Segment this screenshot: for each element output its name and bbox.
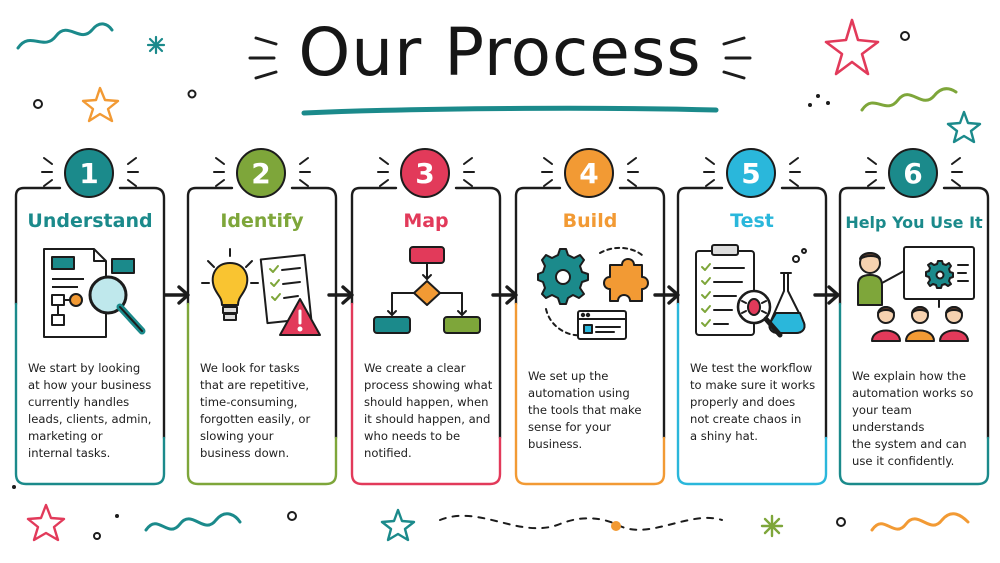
star-pink-bottom-left — [26, 503, 66, 542]
arrow-step3-to-step4 — [491, 285, 518, 305]
step-4-description: We set up the automation using the tools… — [528, 369, 642, 451]
star-teal-bottom — [380, 508, 416, 542]
title-accent-marks — [248, 36, 752, 80]
step-1-accent-ticks — [41, 157, 139, 187]
sparkle-green-bottom — [760, 514, 784, 538]
dashed-path-bottom — [439, 514, 723, 531]
step-2-description: We look for tasks that are repetitive, t… — [200, 361, 311, 460]
step-4-accent-ticks — [541, 157, 639, 187]
process-step-5: 5 Test We test the workflow to make sure… — [674, 148, 830, 490]
process-step-2: 2 Identify We look for tasks that are re… — [184, 148, 340, 490]
gear-puzzle-window-icon — [537, 247, 649, 340]
step-3-accent-ticks — [377, 157, 475, 187]
step-6-accent-ticks — [865, 157, 963, 187]
arrow-step4-to-step5 — [653, 285, 680, 305]
step-5-frame — [676, 186, 828, 486]
process-step-1: 1 Understand We start by looking at how … — [12, 148, 168, 490]
step-6-frame — [838, 186, 990, 486]
step-5-accent-ticks — [703, 157, 801, 187]
step-3-number-badge: 3 — [400, 148, 450, 198]
squiggle-orange-bottom-right — [870, 512, 970, 532]
step-1-frame — [14, 186, 166, 486]
step-2-accent-ticks — [213, 157, 311, 187]
step-4-number-badge: 4 — [564, 148, 614, 198]
step-4-frame — [514, 186, 666, 486]
step-4-title: Build — [562, 210, 618, 232]
step-3-frame — [350, 186, 502, 486]
document-magnifier-icon — [43, 248, 146, 338]
step-2-title: Identify — [220, 210, 304, 232]
step-1-number-badge: 1 — [64, 148, 114, 198]
step-2-frame — [186, 186, 338, 486]
step-3-title: Map — [403, 210, 449, 232]
lightbulb-checklist-warning-icon — [201, 248, 321, 336]
sparkle-top-left — [146, 35, 166, 55]
step-1-title: Understand — [27, 210, 153, 232]
process-step-3: 3 Map We create a clear process showing … — [348, 148, 504, 490]
step-3-description: We create a clear process showing what s… — [364, 361, 493, 460]
arrow-step1-to-step2 — [163, 285, 190, 305]
step-6-title: Help You Use It — [845, 213, 983, 232]
squiggle-teal-top-left — [16, 22, 114, 50]
star-orange-top-left — [81, 86, 120, 123]
step-6-description: We explain how the automation works so y… — [852, 369, 974, 468]
step-5-number-badge: 5 — [726, 148, 776, 198]
arrow-step2-to-step3 — [327, 285, 354, 305]
star-pink-top-right — [824, 18, 880, 76]
process-step-6: 6 Help You Use It We explain how the aut… — [836, 148, 992, 490]
step-5-title: Test — [730, 210, 774, 232]
step-1-description: We start by looking at how your business… — [28, 361, 152, 460]
star-teal-right — [946, 110, 982, 144]
presenter-team-icon — [857, 246, 975, 342]
step-6-number-badge: 6 — [888, 148, 938, 198]
step-5-description: We test the workflow to make sure it wor… — [690, 361, 816, 443]
flowchart-icon — [373, 246, 481, 334]
squiggle-teal-bottom — [144, 512, 242, 532]
page-title: Our Process — [298, 14, 702, 91]
process-step-4: 4 Build We set up the automation using t… — [512, 148, 668, 490]
arrow-step5-to-step6 — [813, 285, 840, 305]
clipboard-bug-flask-icon — [695, 244, 807, 338]
title-underline — [301, 105, 719, 116]
step-2-number-badge: 2 — [236, 148, 286, 198]
squiggle-green-top-right — [860, 87, 958, 112]
